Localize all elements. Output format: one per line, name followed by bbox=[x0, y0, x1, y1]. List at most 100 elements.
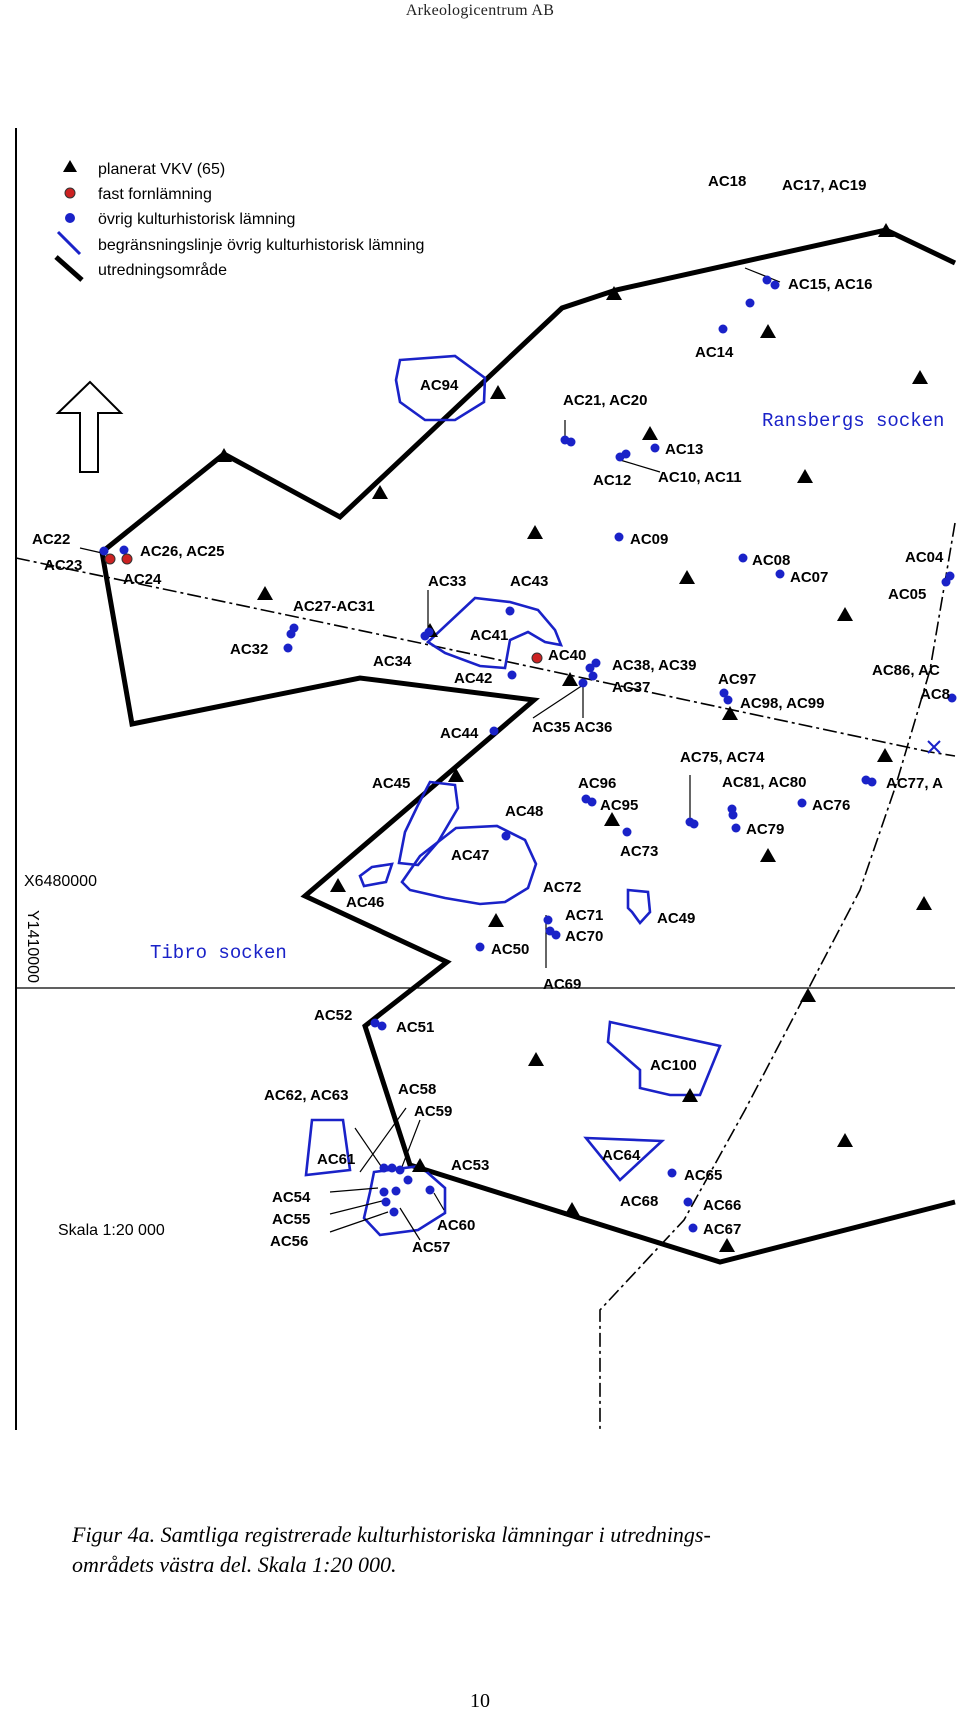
leader-line bbox=[532, 684, 584, 719]
leader-line bbox=[399, 1207, 421, 1241]
leader-line bbox=[329, 1199, 387, 1215]
caption-line: områdets västra del. Skala 1:20 000. bbox=[72, 1552, 397, 1577]
site-dot bbox=[475, 942, 485, 952]
site-boundary bbox=[304, 1118, 352, 1177]
site-label: AC46 bbox=[346, 894, 384, 911]
site-label: AC64 bbox=[602, 1147, 641, 1164]
leader-line bbox=[354, 1127, 386, 1173]
site-label: AC58 bbox=[398, 1081, 436, 1098]
site-dot bbox=[770, 280, 780, 290]
triangle-icon bbox=[564, 1202, 580, 1216]
site-dot bbox=[719, 688, 729, 698]
site-label: AC94 bbox=[420, 377, 459, 394]
site-dot bbox=[867, 777, 877, 787]
triangle-icon bbox=[448, 768, 464, 782]
site-dot bbox=[391, 1186, 401, 1196]
site-dot bbox=[762, 275, 772, 285]
triangle-icon bbox=[912, 370, 928, 384]
site-dot bbox=[614, 532, 624, 542]
leader-line bbox=[744, 267, 781, 283]
investigation-area-boundary bbox=[99, 227, 957, 1265]
triangle-icon bbox=[527, 525, 543, 539]
site-label: AC41 bbox=[470, 627, 508, 644]
site-label: AC10, AC11 bbox=[658, 469, 742, 486]
leader-line bbox=[399, 1119, 421, 1173]
site-label: AC22 bbox=[32, 531, 70, 548]
blue-line-icon bbox=[56, 230, 82, 256]
site-label: AC35 AC36 bbox=[532, 719, 612, 736]
site-dot bbox=[286, 629, 296, 639]
site-dot bbox=[377, 1021, 387, 1031]
site-label: AC38, AC39 bbox=[612, 657, 696, 674]
legend-label: planerat VKV (65) bbox=[98, 161, 225, 178]
site-label: AC96 bbox=[578, 775, 616, 792]
triangle-icon bbox=[528, 1052, 544, 1066]
cross-icon bbox=[927, 740, 941, 754]
site-label: AC08 bbox=[752, 552, 790, 569]
site-label: AC77, A bbox=[886, 775, 943, 792]
legend-label: begränsningslinje övrig kulturhistorisk … bbox=[98, 237, 424, 254]
site-label: AC12 bbox=[593, 472, 631, 489]
triangle-icon bbox=[257, 586, 273, 600]
site-dot bbox=[395, 1165, 405, 1175]
red-dot-icon bbox=[64, 187, 76, 199]
site-label: AC33 bbox=[428, 573, 466, 590]
triangle-icon bbox=[679, 570, 695, 584]
site-dot bbox=[403, 1175, 413, 1185]
site-boundary bbox=[583, 1136, 666, 1182]
triangle-icon bbox=[878, 223, 894, 237]
red-dot bbox=[531, 652, 543, 664]
triangle-icon bbox=[682, 1088, 698, 1102]
site-dot bbox=[731, 823, 741, 833]
site-label: AC26, AC25 bbox=[140, 543, 224, 560]
leader-line bbox=[329, 1187, 379, 1193]
site-dot bbox=[745, 298, 755, 308]
site-boundary bbox=[358, 862, 394, 888]
legend: planerat VKV (65) fast fornlämning övrig… bbox=[54, 160, 424, 282]
site-dot bbox=[650, 443, 660, 453]
site-label: AC27-AC31 bbox=[293, 598, 375, 615]
site-dot bbox=[389, 1207, 399, 1217]
site-dot bbox=[551, 930, 561, 940]
site-label: AC05 bbox=[888, 586, 926, 603]
site-label: AC34 bbox=[373, 653, 412, 670]
site-boundaries bbox=[304, 354, 722, 1237]
site-label: AC54 bbox=[272, 1189, 311, 1206]
site-labels: AC18 AC17, AC19 AC15, AC16 AC14 AC94 AC2… bbox=[32, 173, 950, 1256]
site-dot bbox=[667, 1168, 677, 1178]
site-dot bbox=[738, 553, 748, 563]
site-label: AC69 bbox=[543, 976, 581, 993]
leader-line bbox=[79, 547, 103, 554]
site-dot bbox=[505, 606, 515, 616]
site-label: AC73 bbox=[620, 843, 658, 860]
site-dot bbox=[689, 819, 699, 829]
site-label: AC59 bbox=[414, 1103, 452, 1120]
site-label: AC37 bbox=[612, 679, 650, 696]
site-dot bbox=[99, 546, 109, 556]
site-dot bbox=[507, 670, 517, 680]
parish-label-west: Tibro socken bbox=[150, 942, 287, 964]
site-label: AC71 bbox=[565, 907, 603, 924]
site-boundary bbox=[397, 780, 460, 867]
legend-label: fast fornlämning bbox=[98, 186, 212, 203]
site-label: AC15, AC16 bbox=[788, 276, 872, 293]
site-dot bbox=[775, 569, 785, 579]
site-label: AC42 bbox=[454, 670, 492, 687]
triangle-icon bbox=[330, 878, 346, 892]
site-label: AC40 bbox=[548, 647, 586, 664]
triangle-icon bbox=[760, 848, 776, 862]
site-dot bbox=[370, 1018, 380, 1028]
figure-caption: Figur 4a. Samtliga registrerade kulturhi… bbox=[72, 1520, 912, 1580]
site-label: AC98, AC99 bbox=[740, 695, 824, 712]
triangle-icon bbox=[488, 913, 504, 927]
triangle-icon bbox=[562, 672, 578, 686]
triangle-icon bbox=[877, 748, 893, 762]
site-label: AC97 bbox=[718, 671, 756, 688]
site-label: AC48 bbox=[505, 803, 543, 820]
triangle-icon bbox=[412, 1158, 428, 1172]
site-label: AC8 bbox=[920, 686, 950, 703]
site-label: AC70 bbox=[565, 928, 603, 945]
triangle-icon bbox=[372, 485, 388, 499]
leader-line bbox=[619, 459, 661, 473]
triangle-icon bbox=[642, 426, 658, 440]
